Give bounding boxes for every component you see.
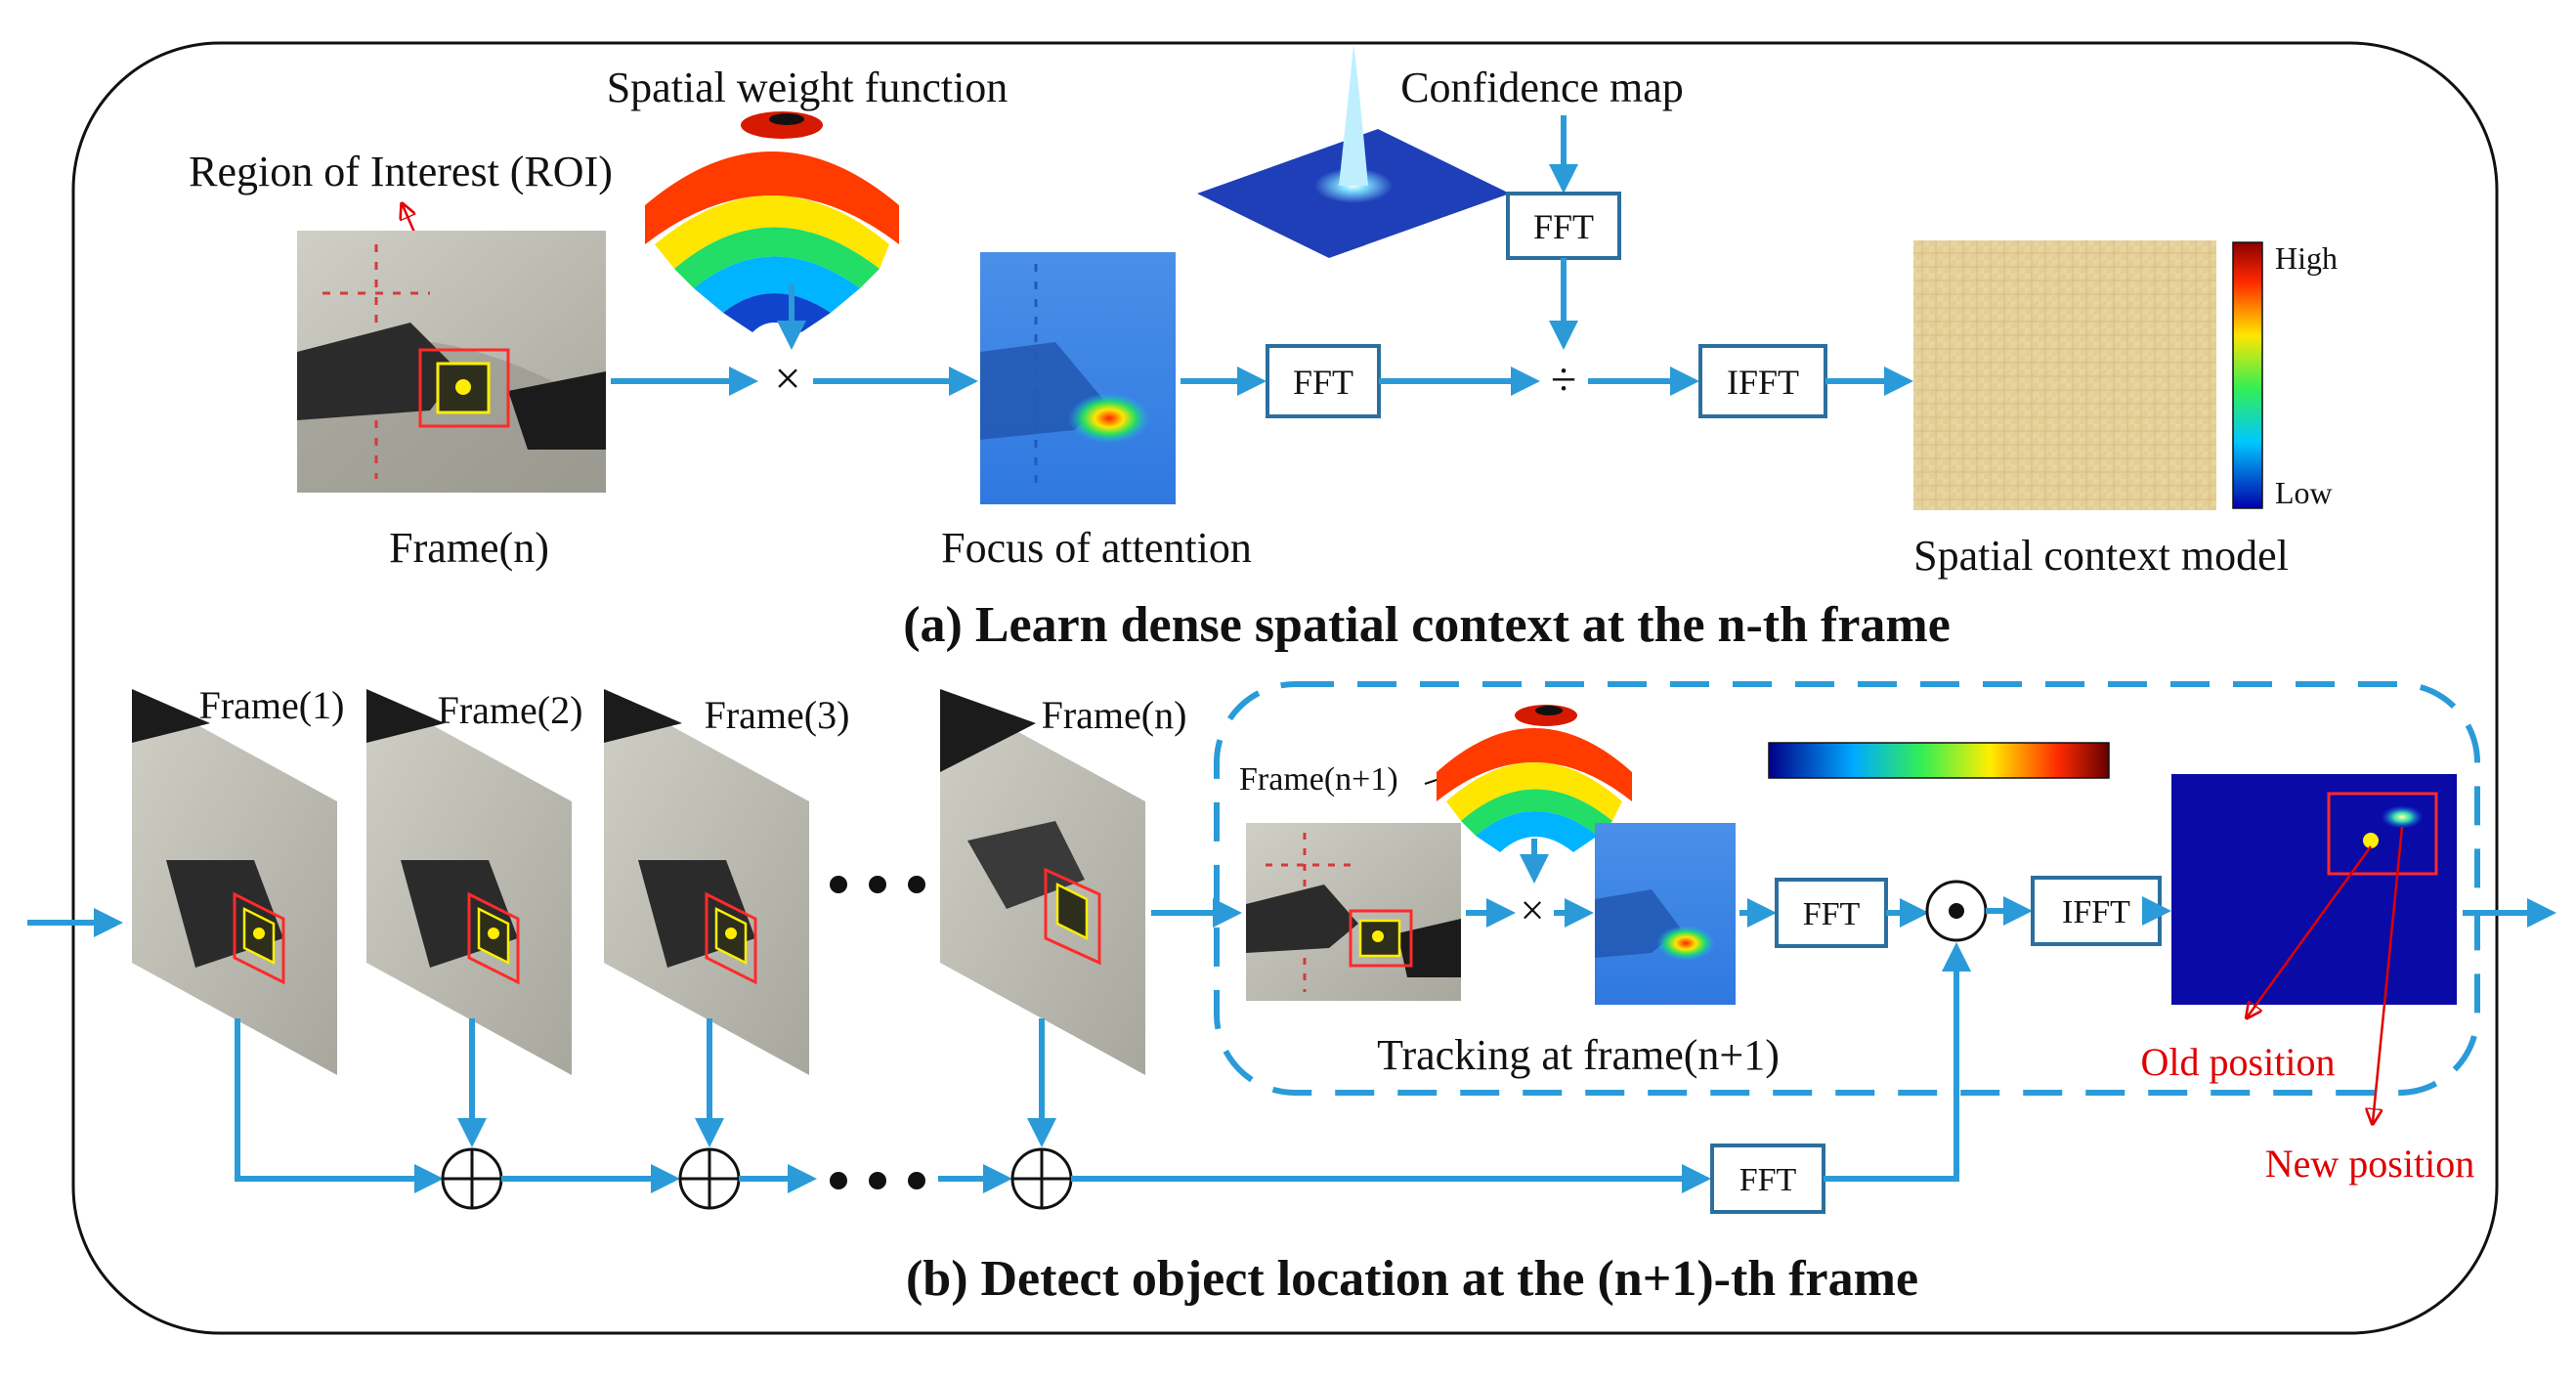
frame-n-plus-1-photo xyxy=(1246,823,1461,1001)
spatial-weight-surface-b xyxy=(1437,705,1632,852)
ifft-box-a xyxy=(1698,344,1827,418)
frame-1-label: Frame(1) xyxy=(199,683,345,727)
result-confidence-map xyxy=(2171,774,2457,1005)
ellipsis-dots-top xyxy=(830,876,925,893)
colorbar-low-label: Low xyxy=(2275,475,2333,510)
frame-n-label: Frame(n) xyxy=(389,524,549,572)
frame-n-b-photo xyxy=(940,689,1145,1075)
divide-operator: ÷ xyxy=(1551,354,1576,406)
colorbar-vertical xyxy=(2232,241,2263,509)
frame-1-photo xyxy=(132,689,337,1075)
ifft-box-b-label: IFFT xyxy=(2062,894,2130,930)
multiply-operator-b: × xyxy=(1521,886,1545,934)
fft-box-bottom-label: FFT xyxy=(1739,1162,1797,1198)
context-model-label: Spatial context model xyxy=(1913,532,2289,580)
focus-image-b xyxy=(1595,823,1736,1005)
fft-box-a-label: FFT xyxy=(1293,363,1353,402)
sum-operator-1 xyxy=(441,1147,503,1210)
fft-box-b-label: FFT xyxy=(1803,896,1861,932)
ellipsis-dots-bottom xyxy=(830,1172,925,1189)
arrow-fft-bottom-to-odot xyxy=(1824,942,1971,1182)
elementwise-product-operator xyxy=(1925,880,1988,942)
tracking-label: Tracking at frame(n+1) xyxy=(1377,1031,1780,1079)
spatial-weight-label: Spatial weight function xyxy=(607,64,1009,111)
new-position-label: New position xyxy=(2265,1142,2474,1186)
section-a-title: (a) Learn dense spatial context at the n… xyxy=(903,597,1951,653)
old-position-label: Old position xyxy=(2141,1040,2336,1084)
old-position-pointer xyxy=(2248,845,2373,1016)
frame-3-photo xyxy=(604,689,809,1075)
fft-box-b xyxy=(1775,878,1888,948)
section-b-title: (b) Detect object location at the (n+1)-… xyxy=(906,1251,1918,1307)
frame-n-photo xyxy=(297,231,606,493)
focus-label: Focus of attention xyxy=(941,524,1252,572)
ifft-box-b xyxy=(2031,876,2162,946)
confidence-map-surface xyxy=(1197,44,1510,258)
spatial-context-model-image xyxy=(1913,240,2216,510)
frame-2-label: Frame(2) xyxy=(438,688,583,732)
frame-2-photo xyxy=(366,689,572,1075)
frame-3-label: Frame(3) xyxy=(705,693,850,737)
frame-n-plus-1-label: Frame(n+1) xyxy=(1239,761,1398,798)
new-position-pointer xyxy=(2373,826,2404,1122)
ifft-box-a-label: IFFT xyxy=(1727,363,1799,402)
roi-label: Region of Interest (ROI) xyxy=(189,148,613,195)
outer-frame xyxy=(71,41,2499,1335)
multiply-operator-a: × xyxy=(774,353,800,405)
fft-box-top-label: FFT xyxy=(1533,207,1594,246)
confidence-map-label: Confidence map xyxy=(1400,64,1684,111)
frame-n-b-label: Frame(n) xyxy=(1042,693,1187,737)
sum-operator-3 xyxy=(1010,1147,1073,1210)
colorbar-high-label: High xyxy=(2275,240,2338,276)
tracking-region xyxy=(1214,681,2480,1096)
fft-box-a xyxy=(1266,344,1381,418)
fft-box-top xyxy=(1506,192,1621,260)
focus-of-attention-image xyxy=(980,252,1176,504)
fft-box-bottom xyxy=(1710,1144,1825,1214)
colorbar-horizontal xyxy=(1768,742,2110,779)
sum-operator-2 xyxy=(678,1147,741,1210)
spatial-weight-surface xyxy=(645,111,899,332)
